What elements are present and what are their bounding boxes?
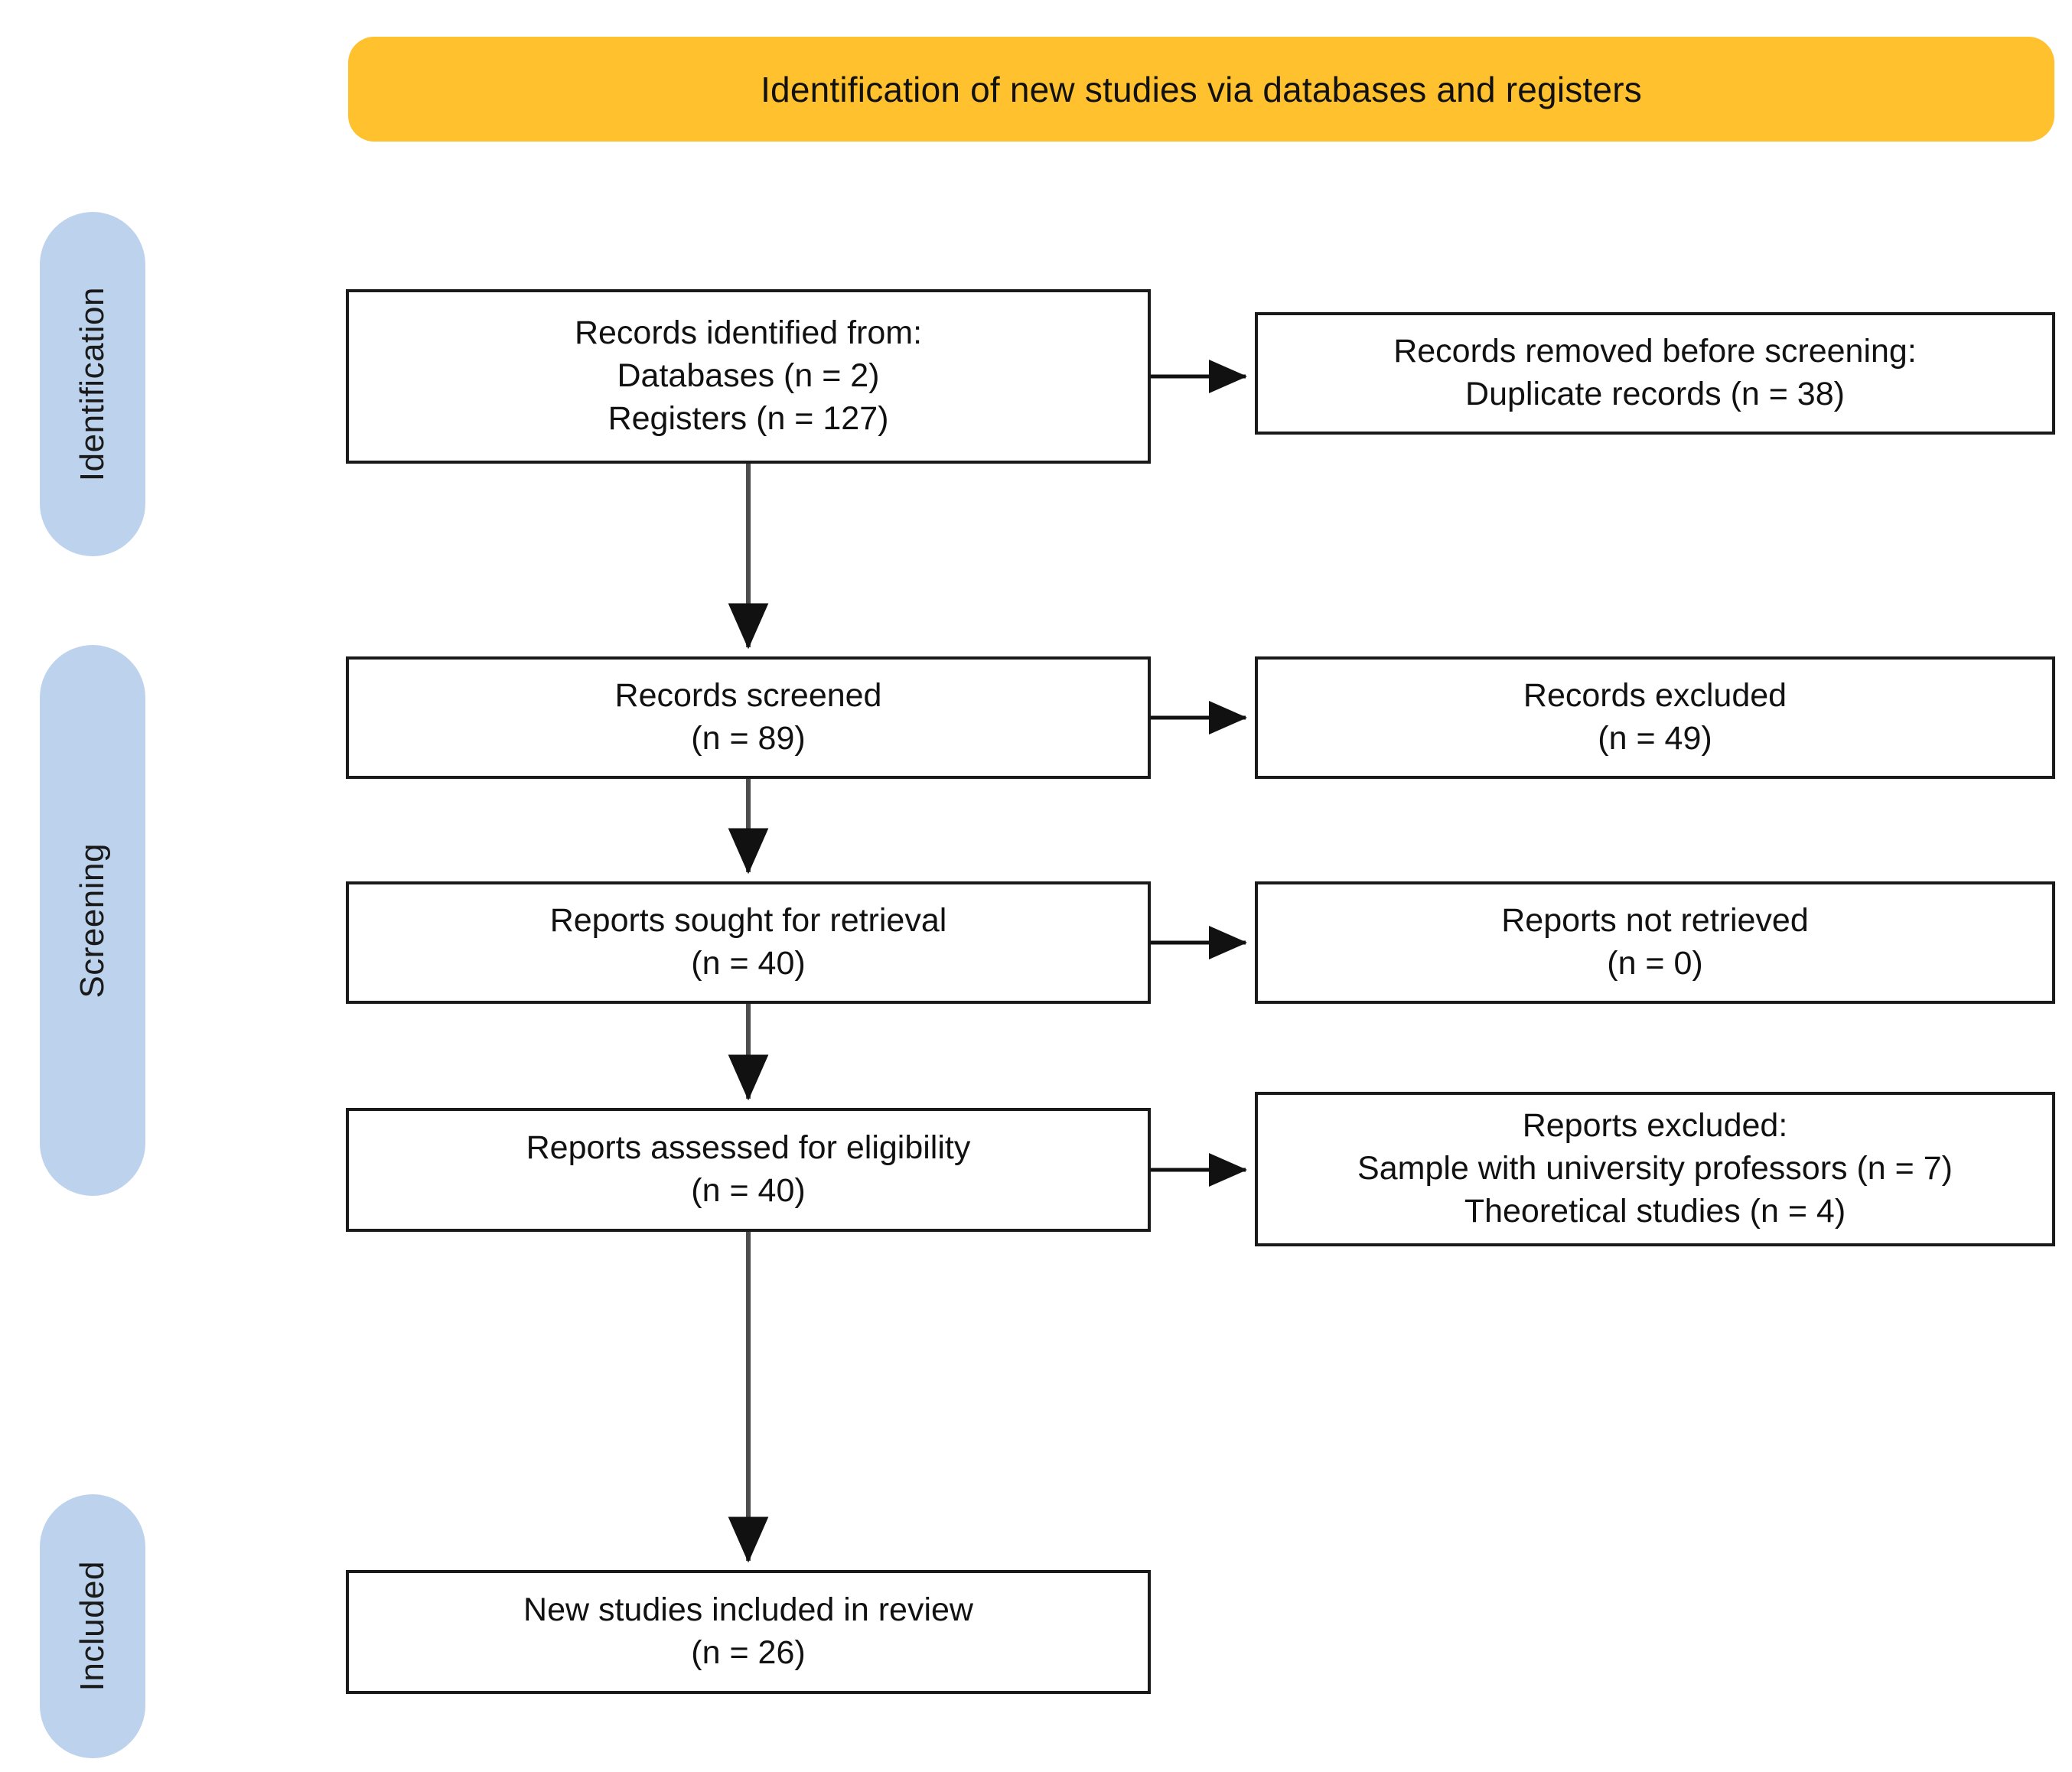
box-reports-excluded: Reports excluded: Sample with university… — [1255, 1092, 2055, 1246]
box-line: Registers (n = 127) — [608, 399, 889, 437]
box-line: Records screened — [614, 677, 882, 715]
box-line: Records excluded — [1523, 677, 1787, 715]
box-line: (n = 26) — [691, 1634, 806, 1671]
box-reports-assessed-for-eligibility: Reports assessed for eligibility (n = 40… — [346, 1108, 1151, 1232]
box-new-studies-included: New studies included in review (n = 26) — [346, 1570, 1151, 1694]
stage-label-included: Included — [73, 1561, 111, 1692]
box-line: (n = 49) — [1598, 720, 1712, 757]
box-records-screened: Records screened (n = 89) — [346, 656, 1151, 779]
box-line: Reports sought for retrieval — [549, 902, 947, 940]
stage-pill-included: Included — [40, 1494, 145, 1758]
stage-label-identification: Identification — [73, 286, 111, 482]
box-line: Sample with university professors (n = 7… — [1357, 1150, 1953, 1187]
box-line: Records removed before screening: — [1393, 333, 1917, 370]
box-line: Theoretical studies (n = 4) — [1464, 1192, 1846, 1230]
box-records-removed-before-screening: Records removed before screening: Duplic… — [1255, 312, 2055, 435]
box-line: Records identified from: — [574, 314, 923, 352]
box-line: Reports assessed for eligibility — [526, 1129, 971, 1167]
header-banner: Identification of new studies via databa… — [348, 37, 2054, 142]
box-line: (n = 40) — [691, 945, 806, 982]
box-reports-sought-for-retrieval: Reports sought for retrieval (n = 40) — [346, 881, 1151, 1004]
box-records-identified: Records identified from: Databases (n = … — [346, 289, 1151, 464]
stage-label-screening: Screening — [73, 842, 111, 998]
box-line: New studies included in review — [523, 1591, 973, 1629]
header-title: Identification of new studies via databa… — [761, 69, 1642, 109]
box-reports-not-retrieved: Reports not retrieved (n = 0) — [1255, 881, 2055, 1004]
stage-pill-identification: Identification — [40, 212, 145, 556]
box-records-excluded: Records excluded (n = 49) — [1255, 656, 2055, 779]
box-line: (n = 40) — [691, 1172, 806, 1209]
box-line: Reports not retrieved — [1501, 902, 1809, 940]
box-line: (n = 89) — [691, 720, 806, 757]
box-line: Duplicate records (n = 38) — [1465, 376, 1845, 412]
box-line: Databases (n = 2) — [617, 357, 880, 395]
box-line: (n = 0) — [1607, 945, 1703, 982]
box-line: Reports excluded: — [1522, 1107, 1788, 1145]
stage-pill-screening: Screening — [40, 645, 145, 1196]
